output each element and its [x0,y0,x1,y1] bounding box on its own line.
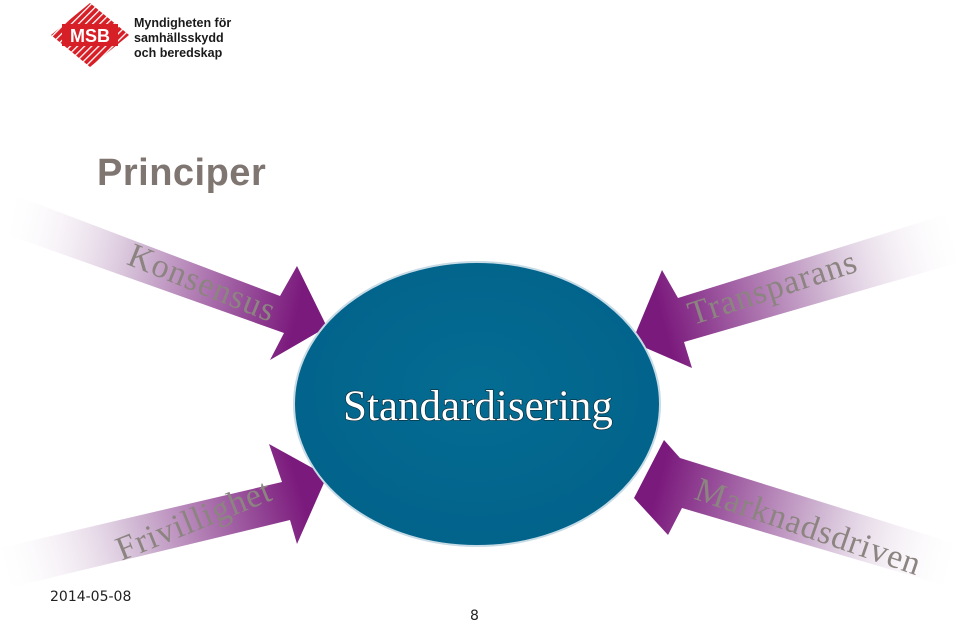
page-number: 8 [470,608,479,624]
logo-line-1: Myndigheten för [134,16,232,30]
logo-line-3: och beredskap [134,46,223,60]
arrow-bottom-right [634,440,960,590]
arrow-bottom-left [0,444,327,590]
slide-title: Principer [97,152,267,194]
logo-wordmark: Myndigheten för samhällsskydd och bereds… [134,16,231,61]
msb-logo-mark-icon: MSB [51,3,129,67]
arrow-top-right [632,210,960,368]
arrow-top-left [0,198,327,360]
footer-date: 2014-05-08 [50,589,132,605]
msb-logo: MSB Myndigheten för samhällsskydd och be… [50,2,240,68]
logo-line-2: samhällsskydd [134,31,224,45]
center-ellipse [293,261,661,547]
logo-mark-text: MSB [70,26,110,46]
center-label: Standardisering [343,383,613,430]
